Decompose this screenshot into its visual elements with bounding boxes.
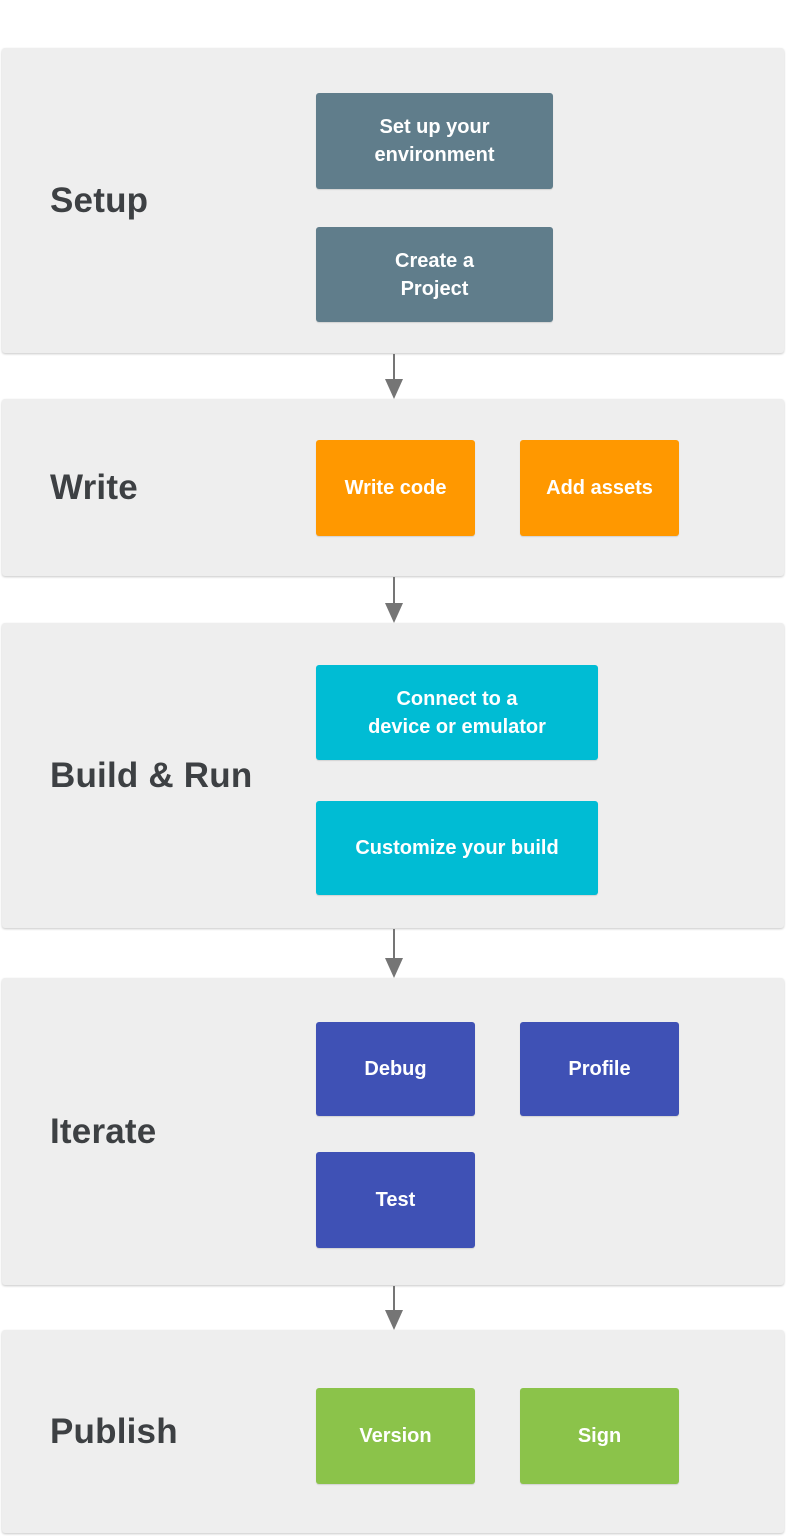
arrow-down-icon <box>385 929 403 978</box>
test-button[interactable]: Test <box>316 1152 475 1248</box>
section-publish-label: Publish <box>50 1411 178 1451</box>
arrow-shaft <box>393 577 395 603</box>
section-iterate: Iterate Debug Profile Test <box>2 978 784 1285</box>
arrow-shaft <box>393 354 395 379</box>
arrow-head <box>385 379 403 399</box>
add-assets-button[interactable]: Add assets <box>520 440 679 536</box>
arrow-shaft <box>393 1286 395 1310</box>
arrow-head <box>385 958 403 978</box>
arrow-down-icon <box>385 577 403 623</box>
version-button[interactable]: Version <box>316 1388 475 1484</box>
section-write-label: Write <box>50 467 138 507</box>
section-build-run: Build & Run Connect to a device or emula… <box>2 623 784 928</box>
customize-build-button[interactable]: Customize your build <box>316 801 598 895</box>
profile-button[interactable]: Profile <box>520 1022 679 1116</box>
setup-environment-button[interactable]: Set up your environment <box>316 93 553 189</box>
arrow-shaft <box>393 929 395 958</box>
debug-button[interactable]: Debug <box>316 1022 475 1116</box>
create-project-button[interactable]: Create a Project <box>316 227 553 322</box>
arrow-head <box>385 1310 403 1330</box>
arrow-down-icon <box>385 1286 403 1330</box>
section-iterate-label: Iterate <box>50 1111 157 1151</box>
write-code-button[interactable]: Write code <box>316 440 475 536</box>
section-setup: Setup Set up your environment Create a P… <box>2 48 784 353</box>
section-publish: Publish Version Sign <box>2 1330 784 1533</box>
sign-button[interactable]: Sign <box>520 1388 679 1484</box>
arrow-head <box>385 603 403 623</box>
section-setup-label: Setup <box>50 180 149 220</box>
section-build-run-label: Build & Run <box>50 755 253 795</box>
arrow-down-icon <box>385 354 403 399</box>
section-write: Write Write code Add assets <box>2 399 784 576</box>
connect-device-button[interactable]: Connect to a device or emulator <box>316 665 598 760</box>
